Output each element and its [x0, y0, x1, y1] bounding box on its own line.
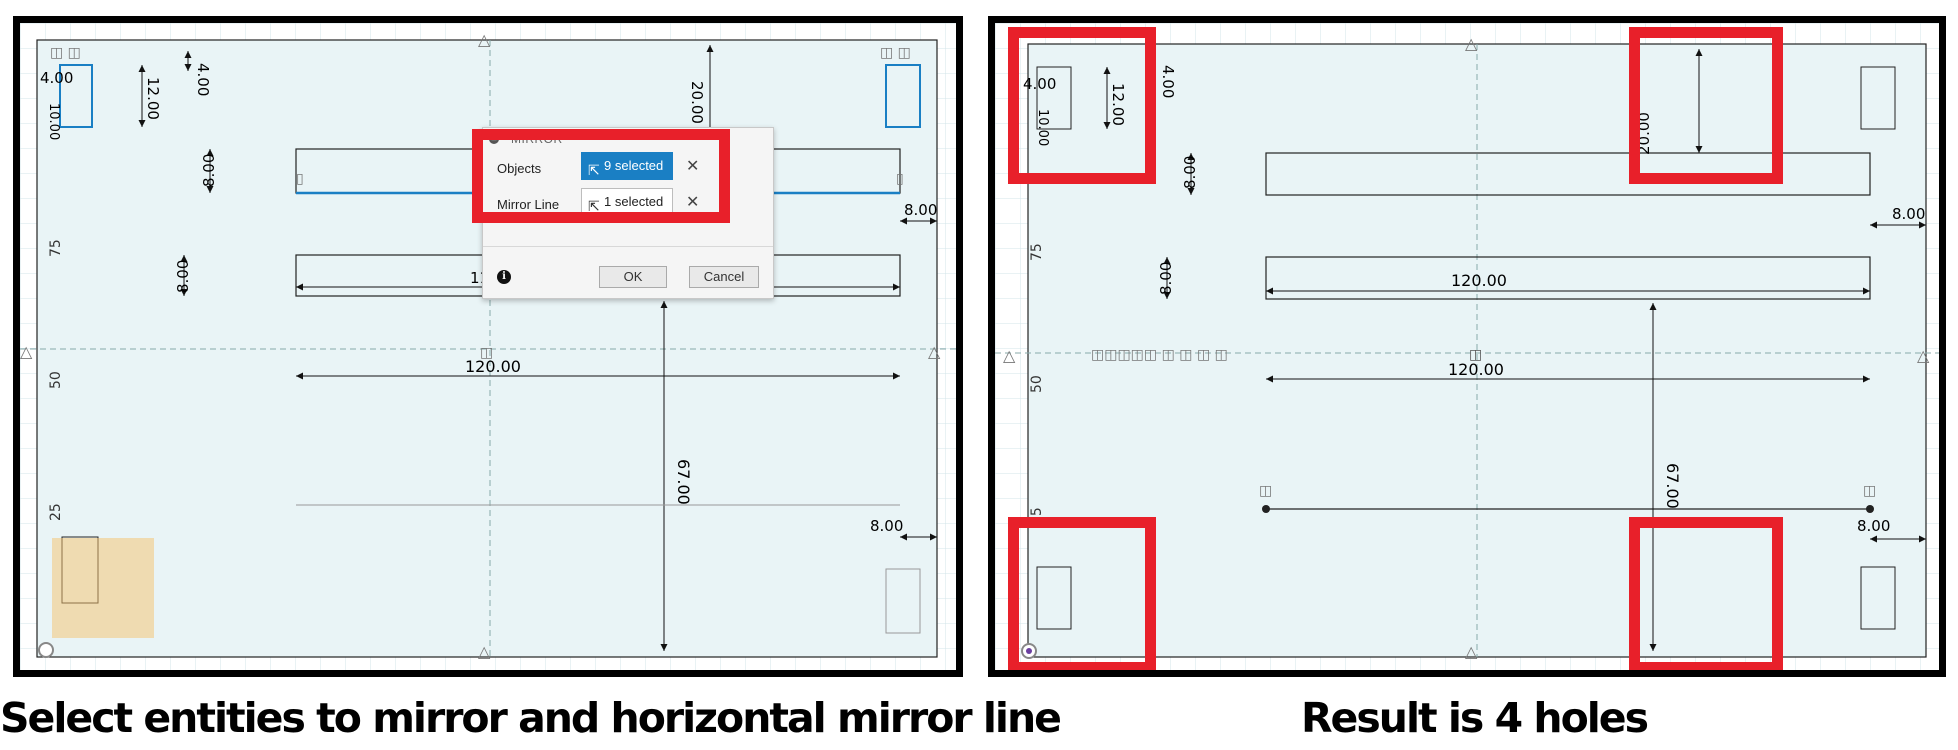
- cursor-icon: ⇱: [588, 162, 600, 178]
- dim-8-right[interactable]: 8.00: [1892, 205, 1925, 223]
- clear-objects-icon[interactable]: ✕: [686, 158, 700, 175]
- constraint-icon: △: [1917, 346, 1930, 365]
- dim-8-a[interactable]: 8.00: [200, 154, 218, 187]
- dim-10[interactable]: 10.00: [1035, 109, 1050, 146]
- hole-top-right[interactable]: [1860, 66, 1896, 130]
- coincident-icon: ◫: [1259, 483, 1272, 499]
- coincident-icon: ◫: [1469, 347, 1482, 363]
- dim-8-bottom[interactable]: 8.00: [870, 517, 903, 535]
- ruler-25: 25: [48, 503, 64, 521]
- cursor-icon: ⇱: [588, 198, 600, 214]
- ruler-75: 75: [48, 239, 64, 257]
- constraint-icon: △: [478, 30, 491, 49]
- objects-select-button[interactable]: ⇱ 9 selected: [581, 152, 673, 180]
- mirror-line-select-button[interactable]: ⇱ 1 selected: [581, 188, 673, 216]
- dim-4-top[interactable]: 4.00: [1159, 65, 1177, 98]
- coincident-icon: ◫ ◫: [50, 45, 81, 61]
- ruler-50: 50: [1029, 375, 1045, 393]
- dialog-divider: [483, 246, 773, 247]
- hole-bottom-right[interactable]: [1860, 566, 1896, 630]
- coincident-icon: ◫: [1863, 483, 1876, 499]
- left-screenshot-panel: 4.00 4.00 10.00 12.00 20.00 8.00 8.00 8.…: [13, 16, 963, 677]
- dim-12[interactable]: 12.00: [1109, 83, 1127, 126]
- ok-button[interactable]: OK: [599, 266, 667, 288]
- mirror-line-label: Mirror Line: [497, 197, 560, 212]
- right-caption: Result is 4 holes: [1300, 694, 1649, 742]
- hole-bottom-right: [885, 568, 921, 634]
- left-caption: Select entities to mirror and horizontal…: [0, 694, 1062, 742]
- left-sketch-canvas: 4.00 4.00 10.00 12.00 20.00 8.00 8.00 8.…: [20, 23, 956, 670]
- dim-67[interactable]: 67.00: [674, 459, 693, 505]
- red-highlight-bottom-right-hole: [1629, 517, 1783, 670]
- info-icon[interactable]: i: [497, 270, 511, 284]
- constraint-icon: △: [20, 342, 33, 361]
- dim-67[interactable]: 67.00: [1663, 463, 1682, 509]
- right-screenshot-panel: 4.00 4.00 10.00 12.00 20.00 8.00 8.00 8.…: [988, 16, 1946, 677]
- constraint-icon: △: [1465, 34, 1478, 53]
- dim-10[interactable]: 10.00: [46, 103, 61, 140]
- constraint-icon: △: [928, 342, 941, 361]
- origin-icon[interactable]: [38, 642, 54, 658]
- objects-label: Objects: [497, 161, 542, 176]
- upper-slot[interactable]: [1265, 152, 1871, 196]
- dim-20[interactable]: 20.00: [688, 81, 706, 124]
- clear-mirror-line-icon[interactable]: ✕: [686, 194, 700, 211]
- ruler-50: 50: [48, 371, 64, 389]
- dim-4-top[interactable]: 4.00: [194, 63, 212, 96]
- ruler-75: 75: [1029, 243, 1045, 261]
- red-highlight-top-left-hole: [1008, 27, 1156, 184]
- dim-8-a[interactable]: 8.00: [1181, 156, 1199, 189]
- selection-window: [52, 538, 154, 638]
- hole-bottom-left[interactable]: [1036, 566, 1072, 630]
- red-highlight-top-right-hole: [1629, 27, 1783, 184]
- selected-hole-top-left[interactable]: [59, 64, 93, 128]
- horizontal-icon: ▯: [896, 171, 904, 187]
- selected-hole-top-right[interactable]: [885, 64, 921, 128]
- cancel-button[interactable]: Cancel: [689, 266, 759, 288]
- red-highlight-dialog: [472, 129, 730, 223]
- horizontal-icon: ▯: [296, 171, 304, 187]
- dim-120-a[interactable]: 120.00: [1451, 271, 1507, 290]
- dim-4-left[interactable]: 4.00: [1023, 75, 1056, 93]
- lower-slot[interactable]: [1265, 256, 1871, 300]
- coincident-icon: ◫◫◫◫◫ ◫ ◫ ◫ ◫: [1091, 347, 1228, 363]
- dim-12[interactable]: 12.00: [144, 77, 162, 120]
- red-highlight-bottom-left-hole: [1008, 517, 1156, 670]
- dim-4-left[interactable]: 4.00: [40, 69, 73, 87]
- dim-8-b[interactable]: 8.00: [174, 260, 192, 293]
- hole-top-left[interactable]: [1036, 66, 1072, 130]
- dim-120[interactable]: 120.00: [465, 357, 521, 376]
- coincident-icon: ◫ ◫: [880, 45, 911, 61]
- coincident-icon: ◫: [480, 345, 493, 361]
- dim-8-b[interactable]: 8.00: [1157, 262, 1175, 295]
- dim-8-bottom[interactable]: 8.00: [1857, 517, 1890, 535]
- constraint-icon: △: [1465, 642, 1478, 661]
- origin-center: [1026, 648, 1032, 654]
- dim-120-b[interactable]: 120.00: [1448, 360, 1504, 379]
- dim-8-right[interactable]: 8.00: [904, 201, 937, 219]
- constraint-icon: △: [478, 642, 491, 661]
- constraint-icon: △: [1003, 346, 1016, 365]
